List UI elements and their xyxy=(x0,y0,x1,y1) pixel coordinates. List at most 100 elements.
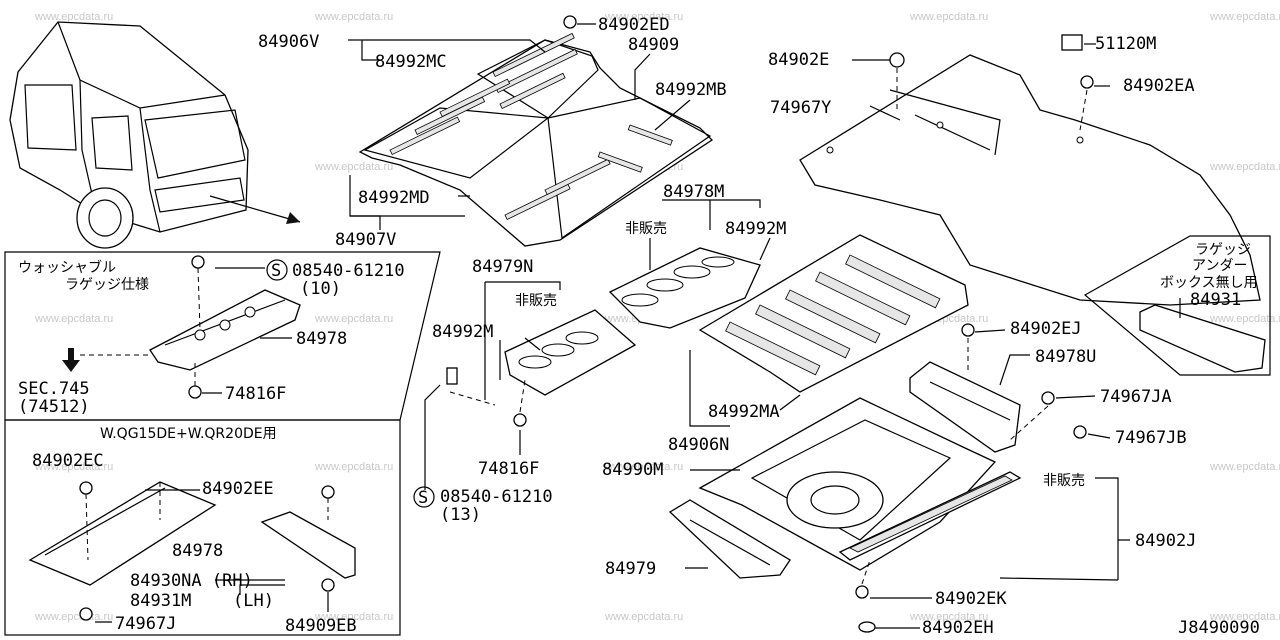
watermark-text: www.epcdata.ru xyxy=(314,161,393,173)
label-08540-61210[interactable]: 08540-61210 xyxy=(292,261,405,281)
label-84992MA[interactable]: 84992MA xyxy=(708,402,780,422)
watermark-text: www.epcdata.ru xyxy=(909,611,988,623)
label-84979N[interactable]: 84979N xyxy=(472,257,533,277)
label-84931[interactable]: 84931 xyxy=(1190,290,1241,310)
label-84902EC[interactable]: 84902EC xyxy=(32,451,104,471)
label-84902J[interactable]: 84902J xyxy=(1135,531,1196,551)
clip-84902EJ xyxy=(961,323,975,337)
label-84930NA[interactable]: 84930NA (RH) xyxy=(130,571,253,591)
label-08540-61210[interactable]: 08540-61210 xyxy=(440,487,553,507)
label-sec-745[interactable]: SEC.745 xyxy=(18,379,90,399)
watermark-text: www.epcdata.ru xyxy=(314,611,393,623)
label-84992M[interactable]: 84992M xyxy=(725,219,786,239)
label-51120M[interactable]: 51120M xyxy=(1095,34,1156,54)
part-labels: 84906V 84992MC 84902ED 84909 84992MB 849… xyxy=(18,15,1260,638)
watermark-text: www.epcdata.ru xyxy=(34,313,113,325)
spare-tire-well-tray xyxy=(698,397,997,571)
watermark-text: www.epcdata.ru xyxy=(1209,313,1280,325)
watermark-text: www.epcdata.ru xyxy=(34,461,113,473)
clip-74967JB xyxy=(1073,425,1087,439)
clip-74816F-b xyxy=(513,413,527,427)
label-84992MD[interactable]: 84992MD xyxy=(358,188,430,208)
clip-84902EK xyxy=(855,585,869,599)
label-84990M[interactable]: 84990M xyxy=(602,460,663,480)
label-74967JB[interactable]: 74967JB xyxy=(1115,428,1187,448)
leader-lines xyxy=(348,23,1181,629)
clip-84902ED xyxy=(563,15,577,29)
guide-lines xyxy=(449,68,1088,585)
watermark-text: www.epcdata.ru xyxy=(604,11,683,23)
luggage-floor-board-mid xyxy=(698,234,969,393)
watermark-text: www.epcdata.ru xyxy=(314,11,393,23)
clip-51120M xyxy=(1061,34,1083,51)
label-84902ED[interactable]: 84902ED xyxy=(598,15,670,35)
label-qty-10: (10) xyxy=(300,279,341,299)
label-74967JA[interactable]: 74967JA xyxy=(1100,387,1172,407)
washable-title-line1: ウォッシャブル xyxy=(18,259,116,276)
engine-variant-title: W.QG15DE+W.QR20DE用 xyxy=(100,426,277,442)
luggage-box-mid xyxy=(608,247,761,329)
diagram-code: J8490090 xyxy=(1178,618,1260,638)
label-84902EA[interactable]: 84902EA xyxy=(1123,76,1195,96)
fasteners xyxy=(446,15,1094,633)
label-84906N[interactable]: 84906N xyxy=(668,435,729,455)
label-74816F[interactable]: 74816F xyxy=(478,459,539,479)
label-74967J[interactable]: 74967J xyxy=(115,614,176,634)
side-trim-pocket xyxy=(909,361,1021,453)
s-marker-text: S xyxy=(271,261,281,281)
washable-title-line2: ラゲッジ仕様 xyxy=(65,277,149,293)
watermark-text: www.epcdata.ru xyxy=(34,611,113,623)
label-84979[interactable]: 84979 xyxy=(605,559,656,579)
no-box-title-line2: アンダー xyxy=(1192,258,1247,274)
label-84978M[interactable]: 84978M xyxy=(663,182,724,202)
watermark-text: www.epcdata.ru xyxy=(1209,161,1280,173)
label-84992M[interactable]: 84992M xyxy=(432,322,493,342)
watermark-text: www.epcdata.ru xyxy=(314,313,393,325)
label-84902EJ[interactable]: 84902EJ xyxy=(1010,319,1082,339)
label-74967Y[interactable]: 74967Y xyxy=(770,98,831,118)
label-84909[interactable]: 84909 xyxy=(628,35,679,55)
clip-84902E xyxy=(889,52,905,68)
s-marker-text: S xyxy=(418,488,428,508)
rear-sill-plate xyxy=(838,471,1022,561)
label-84906V[interactable]: 84906V xyxy=(258,32,319,52)
label-74816F[interactable]: 74816F xyxy=(225,384,286,404)
clip-08540-61210-b xyxy=(446,367,458,385)
clip-74967JA xyxy=(1041,391,1055,405)
label-84931M[interactable]: 84931M xyxy=(130,591,191,611)
watermark-text: www.epcdata.ru xyxy=(1209,611,1280,623)
side-board-lh xyxy=(260,511,356,579)
luggage-board-rear-upper xyxy=(799,54,1261,306)
watermark-text: www.epcdata.ru xyxy=(604,611,683,623)
label-84902E[interactable]: 84902E xyxy=(768,50,829,70)
label-84902EE[interactable]: 84902EE xyxy=(202,479,274,499)
label-84992MC[interactable]: 84992MC xyxy=(375,52,447,72)
clip-84902EA xyxy=(1080,75,1094,89)
luggage-side-box xyxy=(1139,304,1266,373)
side-board-rh xyxy=(28,481,217,586)
label-84992MB[interactable]: 84992MB xyxy=(655,80,727,100)
label-84909EB[interactable]: 84909EB xyxy=(285,616,357,636)
label-84978[interactable]: 84978 xyxy=(172,541,223,561)
label-84978[interactable]: 84978 xyxy=(296,329,347,349)
watermark-text: www.epcdata.ru xyxy=(604,461,683,473)
inset-frames xyxy=(4,235,1271,636)
label-lh: (LH) xyxy=(233,591,274,611)
engine-variant-inset xyxy=(28,481,356,623)
vehicle-rear-view-illustration xyxy=(9,21,301,249)
luggage-floor-board-upper xyxy=(358,32,714,247)
label-84978U[interactable]: 84978U xyxy=(1035,347,1096,367)
watermark-text: www.epcdata.ru xyxy=(34,11,113,23)
watermark-text: www.epcdata.ru xyxy=(1209,11,1280,23)
label-84907V[interactable]: 84907V xyxy=(335,230,396,250)
label-84902EH[interactable]: 84902EH xyxy=(922,618,994,638)
watermark-text: www.epcdata.ru xyxy=(1209,461,1280,473)
luggage-box-side xyxy=(504,309,637,396)
label-not-for-sale: 非販売 xyxy=(1043,473,1085,489)
label-sec-745-sub: (74512) xyxy=(18,397,90,417)
label-not-for-sale: 非販売 xyxy=(515,293,557,309)
watermark-text: www.epcdata.ru xyxy=(909,11,988,23)
clip-84902EH xyxy=(858,621,876,633)
label-84902EK[interactable]: 84902EK xyxy=(935,589,1007,609)
